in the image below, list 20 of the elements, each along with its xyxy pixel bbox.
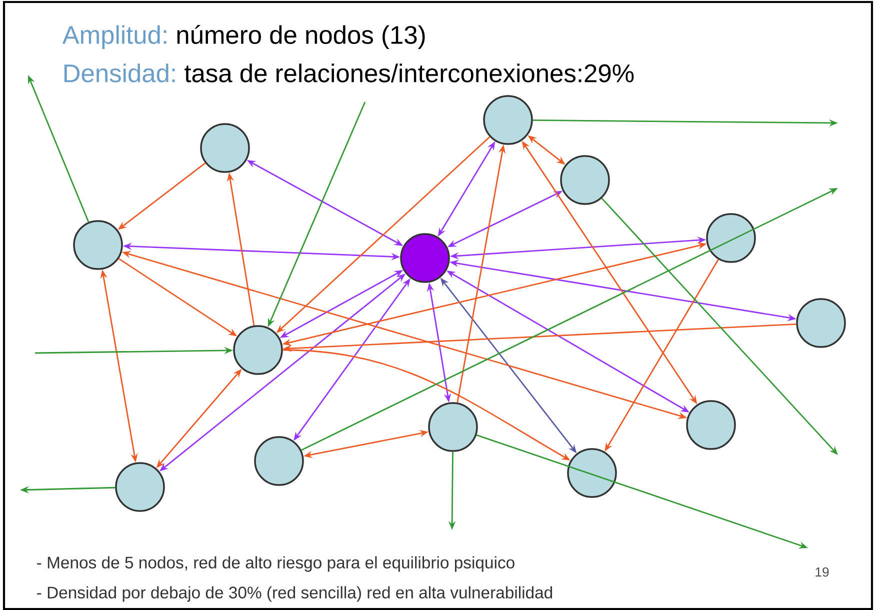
heading-term: Amplitud: <box>62 25 166 50</box>
heading-term: Densidad: <box>64 64 175 82</box>
page-number: 19 <box>816 567 829 577</box>
network-circle <box>560 155 610 205</box>
network-circle <box>706 213 756 263</box>
network-circle <box>567 448 617 498</box>
network-circle <box>796 298 846 348</box>
center-circle <box>400 233 450 283</box>
network-circle <box>200 123 250 173</box>
heading-text: número de nodos (13) <box>177 24 425 50</box>
network-circle <box>233 325 283 375</box>
network-circle <box>115 462 165 512</box>
network-circle <box>428 402 478 452</box>
heading-text: tasa de relaciones/interconexiones:29% <box>184 64 634 82</box>
network-circle <box>686 400 736 450</box>
network-circle <box>483 95 533 145</box>
note-text: - Densidad por debajo de 30% (red sencilla) red en alta vulnerabilidad <box>37 586 552 602</box>
network-circle <box>73 220 123 270</box>
note-text: - Menos de 5 nodos, red de alto riesgo para el equilibrio psiquico <box>37 556 514 572</box>
network-circle <box>254 436 304 486</box>
